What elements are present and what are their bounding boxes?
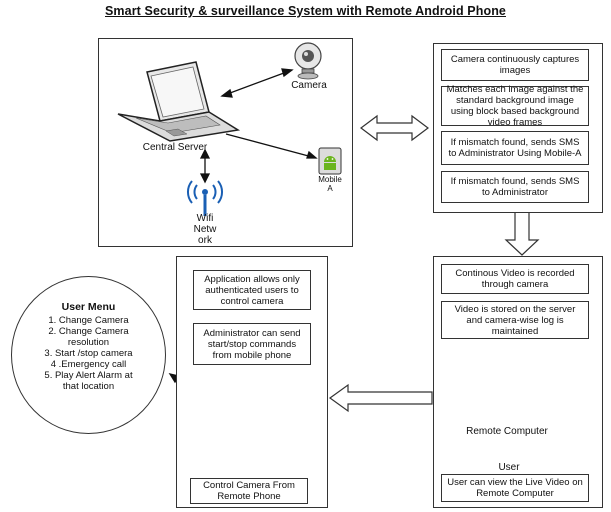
control-camera-box: Control Camera From Remote Phone — [190, 478, 308, 504]
live-video-box: User can view the Live Video on Remote C… — [441, 474, 589, 502]
authenticated-users-box: Application allows only authenticated us… — [193, 270, 311, 310]
server-connectors — [199, 68, 318, 184]
remote-computer-label: Remote Computer — [466, 426, 548, 437]
diagram-title: Smart Security & surveillance System wit… — [105, 4, 506, 18]
down-arrow — [504, 211, 540, 256]
camera-label: Camera — [291, 80, 327, 91]
match-background-box: Matches each image against the standard … — [441, 84, 589, 128]
admin-commands-box: Administrator can send start/stop comman… — [193, 323, 311, 365]
wifi-label-network-2: ork — [198, 235, 212, 246]
sms-mobile-a-box: If mismatch found, sends SMS to Administ… — [441, 131, 589, 165]
capture-images-box: Camera continuously captures images — [441, 49, 589, 81]
menu-item-change-camera: 1. Change Camera — [48, 315, 129, 326]
wifi-label-network-1: Netw — [193, 224, 217, 235]
android-phone-icon — [318, 147, 342, 175]
bidirectional-arrow — [360, 114, 429, 142]
webcam-icon — [294, 42, 322, 80]
wifi-label: Wifi — [196, 213, 214, 224]
laptop-icon — [117, 61, 241, 142]
mobile-label: Mobile — [318, 175, 342, 184]
bottom-right-panel — [433, 256, 603, 508]
menu-item-change-resolution-2: resolution — [67, 337, 110, 348]
user-menu: User Menu 1. Change Camera 2. Change Cam… — [11, 276, 166, 434]
video-recorded-box: Continous Video is recorded through came… — [441, 264, 589, 294]
mobile-label-a: A — [327, 184, 333, 193]
user-label: User — [498, 462, 520, 473]
left-arrow — [328, 383, 433, 413]
menu-item-change-resolution: 2. Change Camera — [48, 326, 129, 337]
wifi-tower-icon — [187, 180, 223, 216]
menu-item-alert-alarm: 5. Play Alert Alarm at — [44, 370, 133, 381]
video-stored-box: Video is stored on the server and camera… — [441, 301, 589, 339]
menu-item-alert-alarm-2: that location — [62, 381, 115, 392]
menu-item-start-stop: 3. Start /stop camera — [44, 348, 133, 359]
central-server-label: Central Server — [142, 142, 208, 153]
menu-item-emergency-call: 4 .Emergency call — [50, 359, 127, 370]
user-menu-title: User Menu — [61, 301, 116, 313]
sms-admin-box: If mismatch found, sends SMS to Administ… — [441, 171, 589, 203]
